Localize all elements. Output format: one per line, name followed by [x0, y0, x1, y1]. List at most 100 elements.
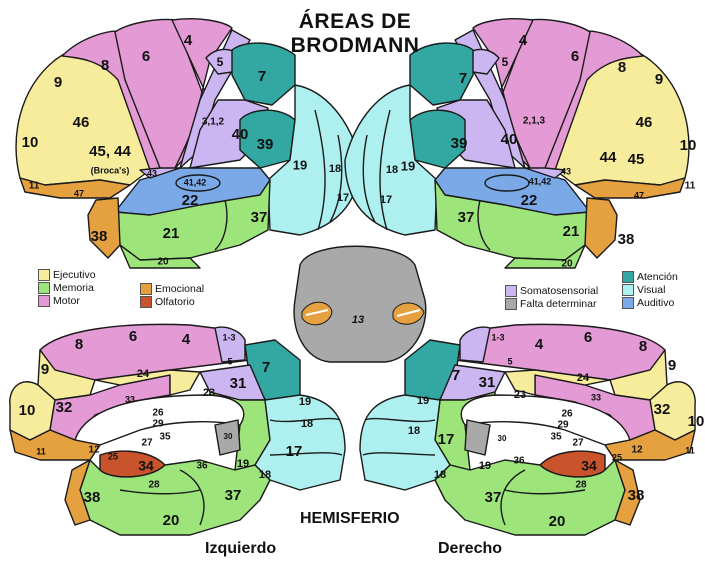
derecho-label: Derecho [438, 540, 502, 558]
area-label-c2: 6 [129, 328, 137, 345]
area-label-c25: 34 [138, 458, 154, 474]
area-label-d1: 1-3 [491, 332, 504, 342]
swatch [38, 269, 50, 281]
legend-left: Ejecutivo Memoria Motor [38, 268, 96, 307]
area-label-c13: 10 [19, 402, 36, 419]
legend-item-auditivo: Auditivo [622, 296, 678, 309]
area-label-a23: 21 [163, 225, 180, 242]
area-label-d5: 5 [507, 356, 512, 366]
area-label-d24: 25 [612, 452, 622, 462]
area-label-b1: 4 [519, 32, 528, 49]
area-label-c21: 35 [159, 432, 171, 443]
diagram-title: ÁREAS DE BRODMANN [290, 10, 420, 58]
area-label-d18: 17 [438, 431, 455, 448]
area-label-b18: 18 [386, 164, 398, 176]
area-label-b22: 38 [618, 231, 635, 248]
hemisferio-label: HEMISFERIO [300, 510, 400, 528]
area-label-a1: 9 [54, 74, 62, 91]
swatch [140, 296, 152, 308]
area-label-d19: 30 [498, 434, 507, 443]
area-label-c19: 17 [286, 443, 303, 460]
area-label-c7: 9 [41, 361, 49, 378]
area-label-a7: 46 [73, 114, 90, 131]
area-label-a10: (Broca's) [91, 165, 130, 175]
izquierdo-label: Izquierdo [205, 540, 276, 558]
title-line-2: BRODMANN [290, 34, 420, 58]
title-line-1: ÁREAS DE [290, 10, 420, 34]
swatch [505, 298, 517, 310]
area-label-d17: 18 [408, 425, 420, 437]
area-label-d14: 19 [417, 395, 429, 407]
area-label-b3: 8 [618, 59, 626, 76]
area-label-d4: 8 [639, 338, 647, 355]
area-label-a17: 19 [293, 157, 307, 172]
area-label-c5: 5 [227, 356, 232, 366]
area-label-b19: 17 [380, 194, 392, 206]
legend-item-atencion: Atención [622, 270, 678, 283]
area-label-d3: 6 [584, 329, 592, 346]
area-label-a6: 7 [258, 68, 266, 85]
area-label-a3: 6 [142, 48, 150, 65]
area-label-c11: 33 [125, 394, 135, 404]
area-label-c6: 7 [262, 359, 270, 376]
area-label-d20: 35 [550, 432, 562, 443]
area-label-b5: 5 [502, 55, 509, 69]
area-label-c23: 12 [88, 445, 100, 456]
swatch [38, 282, 50, 294]
area-label-d23: 11 [685, 445, 695, 455]
area-label-a8: 10 [22, 134, 39, 151]
area-label-a16: 22 [182, 192, 199, 209]
area-label-c32: 20 [163, 512, 180, 529]
area-label-c8: 24 [137, 368, 150, 380]
area-label-b7: 46 [636, 114, 653, 131]
area-label-c22: 11 [36, 446, 46, 456]
legend-item-ejecutivo: Ejecutivo [38, 268, 96, 281]
area-label-b25: 20 [561, 259, 573, 270]
left-medial-hemisphere [10, 324, 345, 535]
area-label-d2: 4 [535, 336, 544, 353]
area-label-b21: 47 [634, 190, 644, 200]
legend-right-2: Atención Visual Auditivo [622, 270, 678, 309]
area-label-b10: 45 [628, 151, 645, 168]
area-label-c17: 19 [299, 396, 311, 408]
area-label-b15: 41,42 [529, 176, 552, 186]
area-label-d27: 18 [434, 469, 446, 481]
area-label-e1: 13 [352, 314, 364, 326]
area-label-c14: 26 [152, 408, 164, 419]
area-label-d16: 29 [557, 420, 569, 431]
area-label-d22: 12 [631, 445, 643, 456]
area-label-c26: 28 [148, 480, 160, 491]
area-label-c9: 31 [230, 375, 247, 392]
area-label-a5: 5 [217, 55, 224, 69]
area-label-b16: 22 [521, 192, 538, 209]
area-label-b9: 44 [600, 149, 617, 166]
area-label-a14: 43 [147, 168, 157, 178]
area-label-b2: 6 [571, 48, 579, 65]
legend-item-emocional: Emocional [140, 282, 204, 295]
area-label-a22: 38 [91, 228, 108, 245]
area-label-c15: 29 [152, 419, 164, 430]
area-label-b11: 2,1,3 [523, 116, 546, 127]
area-label-d10: 33 [591, 392, 601, 402]
area-label-c4: 1-3 [222, 332, 235, 342]
area-label-b12: 40 [501, 131, 518, 148]
area-label-d12: 23 [514, 389, 526, 401]
area-label-d21: 27 [572, 438, 584, 449]
swatch [38, 295, 50, 307]
area-label-c29: 18 [259, 469, 271, 481]
area-label-a9: 45, 44 [89, 143, 131, 160]
area-label-a24: 37 [251, 209, 268, 226]
area-label-b23: 21 [563, 223, 580, 240]
area-label-a4: 4 [184, 32, 193, 49]
area-label-a2: 8 [101, 57, 109, 74]
area-label-a13: 39 [257, 136, 274, 153]
legend-item-motor: Motor [38, 294, 96, 307]
area-label-d32: 20 [549, 513, 566, 530]
legend-right-1: Somatosensorial Falta determinar [505, 284, 598, 310]
area-label-a19: 17 [337, 192, 349, 204]
area-label-d15: 26 [561, 409, 573, 420]
area-label-b8: 10 [680, 137, 697, 154]
area-label-d29: 28 [575, 480, 587, 491]
area-label-d31: 38 [628, 487, 645, 504]
area-label-c20: 27 [141, 438, 153, 449]
